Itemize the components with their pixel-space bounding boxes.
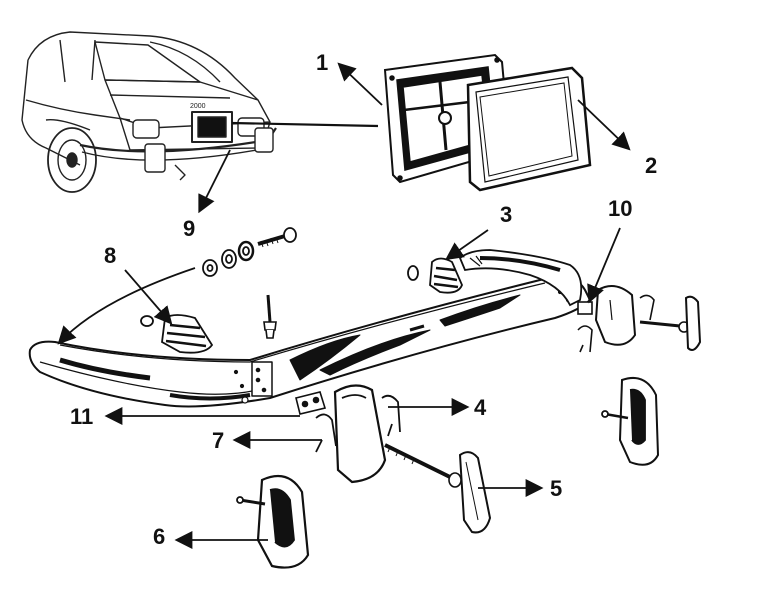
arrow-1 <box>337 62 383 106</box>
callout-1: 1 <box>316 50 329 75</box>
callout-7: 7 <box>212 428 225 453</box>
leader-line-car-to-frame <box>231 121 379 128</box>
callout-2: 2 <box>645 153 658 178</box>
part-2-plate-gasket <box>466 66 592 192</box>
callout-5: 5 <box>550 476 563 501</box>
part-3-light-unit <box>407 257 463 294</box>
callout-10: 10 <box>608 196 633 221</box>
leader-arrows <box>57 62 631 549</box>
arrow-8-bumper <box>57 267 196 345</box>
callout-9: 9 <box>183 216 196 241</box>
arrow-10 <box>587 227 621 304</box>
long-bolt <box>384 443 462 488</box>
part-10-bracket <box>577 285 702 353</box>
vertical-bolt <box>263 294 277 339</box>
callout-8: 8 <box>104 243 117 268</box>
overrider-rubber-right <box>601 376 660 466</box>
callout-11: 11 <box>70 404 94 429</box>
part-8-light-unit <box>140 314 214 354</box>
part-5-strip <box>458 451 492 534</box>
part-7-overrider <box>315 384 401 484</box>
part-11-spacer <box>295 391 327 415</box>
arrow-3 <box>445 229 489 261</box>
arrow-2 <box>577 99 631 151</box>
bumper-right-end <box>458 249 583 307</box>
main-bumper-bar <box>28 276 591 408</box>
car-illustration <box>21 31 277 193</box>
car-badge-text: 2000 <box>190 103 206 110</box>
callout-4: 4 <box>474 395 487 420</box>
bolt-and-washers <box>202 227 297 277</box>
callout-6: 6 <box>153 524 166 549</box>
arrow-8 <box>124 269 173 325</box>
arrow-9 <box>198 149 231 214</box>
callout-3: 3 <box>500 202 513 227</box>
part-6-overrider-rubber <box>236 474 310 569</box>
